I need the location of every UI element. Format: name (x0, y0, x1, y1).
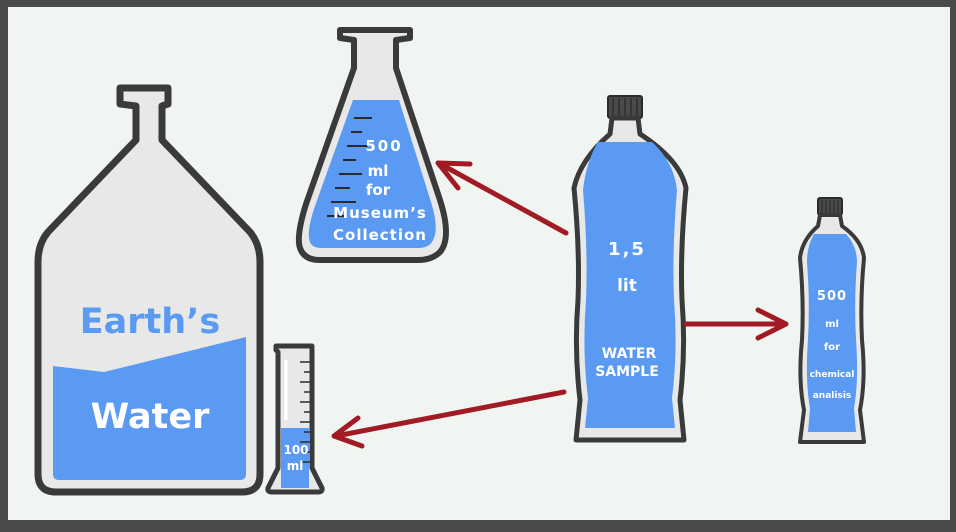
cylinder-graduation-marks (300, 361, 310, 463)
small-bottle-label-5: analisis (813, 391, 852, 401)
small-bottle-water (806, 234, 858, 432)
small-bottle-label-1: 500 (817, 289, 847, 304)
sample-bottle: 1,5 lit WATER SAMPLE (571, 95, 689, 443)
big-bottle-label-1: Earth’s (80, 302, 221, 342)
flask-water (308, 100, 436, 248)
sample-bottle-label-4: SAMPLE (595, 364, 659, 380)
small-bottle-cap-ridges (821, 200, 839, 213)
sample-bottle-cap-ridges (612, 98, 638, 116)
flask-label-1: 500 (365, 137, 402, 155)
cylinder-water (281, 428, 309, 488)
small-bottle-label-4: chemical (810, 370, 855, 380)
flask-label-3: for (366, 181, 391, 199)
erlenmeyer-flask: 500 ml for Museum’s Collection (295, 27, 449, 263)
flask-label-2: ml (368, 162, 389, 180)
cylinder-label-2: ml (287, 459, 304, 473)
small-bottle-label-2: ml (825, 319, 839, 330)
flask-label-4: Museum’s (333, 204, 427, 222)
sample-bottle-water (583, 142, 677, 428)
big-bottle: Earth’s Water (34, 84, 264, 496)
arrow-to-cylinder (331, 389, 567, 449)
flask-label-5: Collection (333, 226, 427, 244)
sample-bottle-label-3: WATER (602, 346, 657, 362)
graduated-cylinder: 100 ml (265, 343, 325, 495)
flask-graduation-marks (327, 117, 372, 217)
sample-bottle-label-2: lit (617, 276, 637, 296)
cylinder-label-1: 100 (283, 443, 308, 457)
small-bottle-label-3: for (824, 342, 840, 353)
big-bottle-label-2: Water (91, 397, 210, 437)
sample-bottle-label-1: 1,5 (608, 239, 646, 260)
arrow-to-flask (435, 160, 569, 236)
small-bottle: 500 ml for chemical analisis (798, 197, 866, 444)
arrow-to-small-bottle (683, 307, 789, 341)
big-bottle-water (53, 337, 246, 480)
